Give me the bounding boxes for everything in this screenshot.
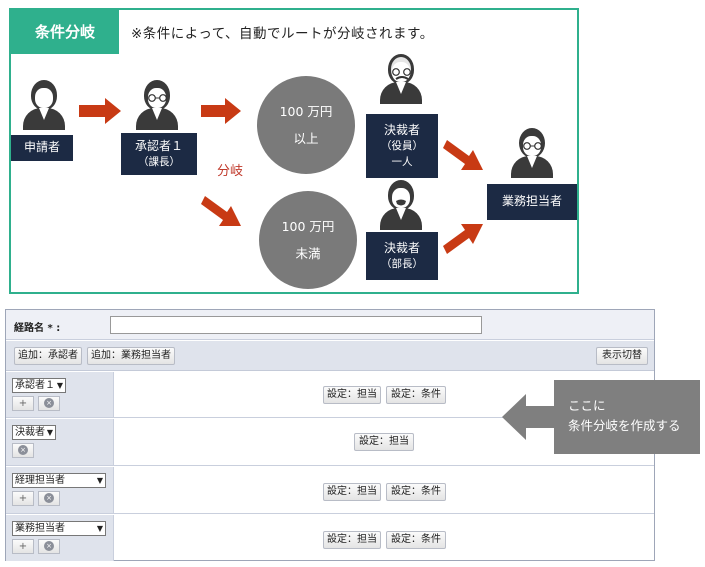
- callout-line1: ここに: [568, 398, 606, 413]
- set-assignee-button[interactable]: 設定：担当: [323, 386, 381, 404]
- set-assignee-button[interactable]: 設定：担当: [323, 531, 381, 549]
- staff-person-icon: [511, 128, 553, 178]
- remove-step-button[interactable]: ×: [12, 443, 34, 458]
- route-step-row: 経理担当者▼ + × 設定：担当 設定：条件: [6, 467, 654, 514]
- route-step-row: 承認者１▼ + × 設定：担当 設定：条件: [6, 372, 654, 418]
- department-decider-sub: （部長）: [381, 258, 423, 271]
- set-assignee-button[interactable]: 設定：担当: [323, 483, 381, 501]
- callout-arrow-icon: [502, 394, 556, 440]
- remove-icon: ×: [18, 445, 28, 455]
- condition-high-line1: 100 万円: [279, 103, 333, 119]
- remove-icon: ×: [44, 398, 54, 408]
- flow-arrow-icon: [79, 98, 121, 124]
- set-condition-button[interactable]: 設定：条件: [386, 386, 446, 404]
- step-role-select[interactable]: 経理担当者▼: [12, 473, 106, 488]
- add-step-button[interactable]: +: [12, 396, 34, 411]
- route-step-row: 決裁者▼ × 設定：担当: [6, 419, 654, 466]
- executive-decider-sub: （役員）: [381, 140, 423, 153]
- department-decider-title: 決裁者: [383, 240, 420, 255]
- remove-step-button[interactable]: ×: [38, 396, 60, 411]
- condition-low-line2: 未満: [295, 246, 321, 261]
- step-role-select[interactable]: 承認者１▼: [12, 378, 66, 393]
- remove-icon: ×: [44, 541, 54, 551]
- diagram-title-tag: 条件分岐: [11, 10, 119, 54]
- toggle-view-button[interactable]: 表示切替: [596, 347, 648, 365]
- route-name-input[interactable]: [110, 316, 482, 334]
- executive-decider-box: 決裁者 （役員） 一人: [366, 114, 438, 178]
- approver-sub: （課長）: [138, 156, 180, 169]
- route-step-row: 業務担当者▼ + × 設定：担当 設定：条件: [6, 515, 654, 561]
- set-condition-button[interactable]: 設定：条件: [386, 483, 446, 501]
- applicant-person-icon: [23, 80, 65, 130]
- chevron-down-icon: ▼: [46, 428, 53, 437]
- flow-arrow-up-icon: [443, 224, 483, 254]
- executive-decider-title: 決裁者: [383, 123, 420, 138]
- chevron-down-icon: ▼: [96, 524, 103, 533]
- callout-line2: 条件分岐を作成する: [568, 418, 681, 433]
- flow-arrow-down-icon: [201, 196, 241, 226]
- route-settings-form: 経路名 * : 追加：承認者 追加：業務担当者 表示切替 承認者１▼ + × 設…: [5, 309, 655, 561]
- form-toolbar: 追加：承認者 追加：業務担当者 表示切替: [6, 341, 654, 371]
- condition-high-line2: 以上: [293, 131, 319, 146]
- step-role-select[interactable]: 業務担当者▼: [12, 521, 106, 536]
- approver-box: 承認者１ （課長）: [121, 133, 197, 175]
- remove-step-button[interactable]: ×: [38, 539, 60, 554]
- route-name-row: 経路名 * :: [6, 310, 654, 340]
- department-decider-box: 決裁者 （部長）: [366, 232, 438, 280]
- add-step-button[interactable]: +: [12, 539, 34, 554]
- step-role-select[interactable]: 決裁者▼: [12, 425, 56, 440]
- callout-box: ここに 条件分岐を作成する: [554, 380, 700, 454]
- staff-box: 業務担当者: [487, 184, 577, 220]
- set-condition-button[interactable]: 設定：条件: [386, 531, 446, 549]
- applicant-label: 申請者: [23, 140, 60, 155]
- staff-label: 業務担当者: [501, 194, 562, 209]
- diagram-note: ※条件によって、自動でルートが分岐されます。: [131, 26, 434, 42]
- applicant-box: 申請者: [11, 135, 73, 161]
- chevron-down-icon: ▼: [96, 476, 103, 485]
- route-name-label: 経路名 * :: [14, 323, 61, 334]
- condition-low-circle: 100 万円 未満: [259, 191, 357, 289]
- conditional-branch-diagram: 条件分岐 ※条件によって、自動でルートが分岐されます。 申請者 承認者１ （課長…: [9, 8, 579, 294]
- approver-title: 承認者１: [134, 138, 183, 153]
- executive-decider-sub2: 一人: [391, 155, 413, 168]
- condition-low-line1: 100 万円: [281, 218, 335, 234]
- set-assignee-button[interactable]: 設定：担当: [354, 433, 414, 451]
- flow-arrow-icon: [201, 98, 241, 124]
- branch-label: 分岐: [217, 164, 244, 179]
- flow-arrow-down-icon: [443, 140, 483, 170]
- department-head-person-icon: [380, 180, 422, 230]
- remove-step-button[interactable]: ×: [38, 491, 60, 506]
- add-staff-button[interactable]: 追加：業務担当者: [87, 347, 175, 365]
- chevron-down-icon: ▼: [56, 381, 63, 390]
- add-step-button[interactable]: +: [12, 491, 34, 506]
- approver-person-icon: [136, 80, 178, 130]
- condition-high-circle: 100 万円 以上: [257, 76, 355, 174]
- add-approver-button[interactable]: 追加：承認者: [14, 347, 82, 365]
- remove-icon: ×: [44, 493, 54, 503]
- executive-person-icon: [380, 54, 422, 104]
